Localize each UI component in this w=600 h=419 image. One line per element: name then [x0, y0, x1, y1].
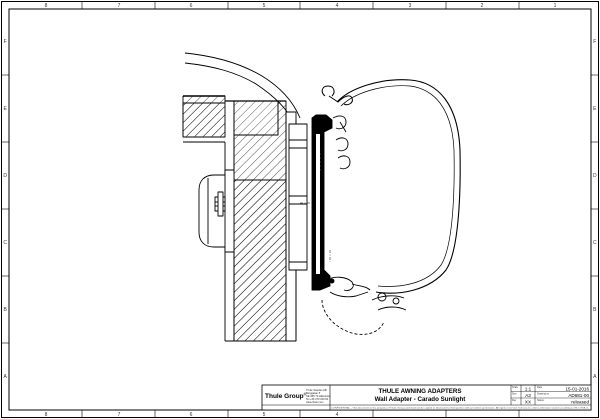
zone-row-label: D	[3, 173, 7, 179]
rail-teeth	[317, 149, 321, 175]
awning-end-cap	[392, 297, 400, 305]
zone-col-label: 6	[190, 3, 193, 9]
zone-col-label: 7	[118, 3, 121, 9]
awning-top-hook	[321, 85, 353, 106]
zone-row-label: F	[4, 39, 7, 45]
zone-col-label: 2	[481, 3, 484, 9]
drawing-subtitle: Wall Adapter - Carado Sunlight	[375, 396, 466, 403]
zone-col-label: 1	[554, 3, 557, 9]
zone-col-label: 3	[409, 3, 412, 9]
zone-row-label: A	[4, 374, 8, 380]
roof-inner-panel	[182, 102, 226, 138]
status-field-label: Status	[537, 399, 545, 402]
wall-upper-inset-hatch	[233, 100, 279, 136]
zone-row-label: E	[593, 106, 597, 112]
adapter-spacer-top	[288, 123, 308, 197]
bolt-head	[217, 191, 224, 217]
company-address: Thule Sweden AB Borggatan 5 SE-335 73 Hi…	[306, 388, 331, 404]
date-field-label: Date	[537, 386, 543, 389]
confidentiality-note: CONFIDENTIAL - This document is the prop…	[331, 407, 590, 410]
zone-col-label: 4	[336, 3, 339, 9]
zone-row-label: F	[593, 39, 596, 45]
drawing-area	[182, 52, 461, 342]
zone-row-label: C	[593, 240, 597, 246]
zone-labels-left: F E D C B A	[3, 39, 7, 380]
zone-labels-right: F E D C B A	[593, 39, 597, 380]
zone-row-label: B	[4, 307, 8, 313]
awning-end-cap	[377, 292, 387, 302]
zone-labels-top: 8 7 6 5 4 3 2 1	[45, 3, 557, 9]
revision-field-label: Rev	[512, 399, 517, 402]
scale-value: 1:1	[525, 387, 532, 392]
wall-lower-hatch	[233, 179, 287, 342]
adapter-spacer-bottom	[288, 195, 308, 271]
awning-bottom-hook	[325, 276, 371, 291]
zone-row-label: A	[593, 374, 597, 380]
address-line: Borggatan 5	[306, 391, 321, 395]
drawing-title: THULE AWNING ADAPTERS	[378, 388, 461, 395]
zone-col-label: 4	[336, 412, 339, 418]
vehicle-roof-outline	[184, 52, 301, 119]
drawing-number-value: AD681-00	[568, 393, 589, 398]
address-line: Tel +46 370 229 00	[306, 397, 329, 401]
awning-inner-hook	[337, 155, 351, 170]
awning-roller-outline	[321, 299, 385, 335]
zone-col-label: 6	[190, 412, 193, 418]
sheet-size-value: A3	[525, 393, 531, 398]
zone-col-label: 8	[45, 3, 48, 9]
zone-col-label: 8	[45, 412, 48, 418]
scale-field-label: Scale	[512, 386, 519, 389]
zone-labels-bottom: 8 7 6 5 4	[45, 412, 339, 418]
rail-fixing-point	[329, 278, 335, 284]
awning-top-clip	[332, 115, 347, 133]
drawing-no-field-label: Drawing no	[537, 393, 550, 396]
zone-row-label: B	[593, 307, 597, 313]
awning-inner-hook	[335, 137, 349, 152]
zone-row-label: D	[593, 173, 597, 179]
address-line: www.thule.com	[306, 400, 323, 404]
company-logo-text: Thule Group®	[265, 393, 307, 401]
awning-front-profile	[371, 295, 407, 311]
zone-col-label: 7	[118, 412, 121, 418]
awning-bottom-profile	[329, 291, 369, 298]
size-field-label: Size	[512, 393, 517, 396]
bolt-plate	[224, 169, 235, 253]
revision-value: XX	[525, 400, 531, 405]
zone-col-label: 5	[263, 3, 266, 9]
date-value: 15-01-2016	[566, 387, 590, 392]
status-value: released	[571, 400, 589, 405]
address-line: SE-335 73 Hillerstorp	[306, 394, 331, 398]
awning-cassette-housing-inner	[340, 85, 455, 287]
title-block: Thule Group® Thule Sweden AB Borggatan 5…	[261, 384, 592, 411]
awning-rail-inner	[316, 134, 320, 274]
zone-col-label: 5	[263, 412, 266, 418]
awning-cassette-housing	[336, 79, 461, 294]
zone-row-label: C	[3, 240, 7, 246]
zone-row-label: E	[4, 106, 8, 112]
awning-rail-profile	[311, 114, 333, 291]
address-line: Thule Sweden AB	[306, 388, 327, 392]
